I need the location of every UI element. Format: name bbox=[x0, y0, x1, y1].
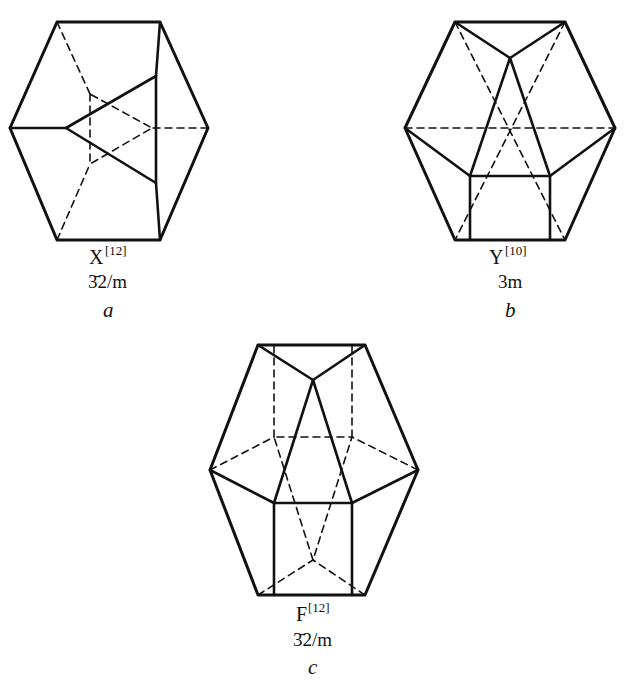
figure-letter: a bbox=[103, 300, 114, 321]
point-group: 3m bbox=[498, 272, 522, 291]
coordination-number: [10] bbox=[505, 244, 527, 257]
polyhedron-a bbox=[10, 22, 208, 240]
figure-letter: b bbox=[505, 300, 516, 321]
figure-letter: c bbox=[308, 657, 317, 678]
crystal-site: F bbox=[296, 604, 307, 624]
coordination-number: [12] bbox=[105, 244, 127, 257]
point-group: 3̄2/m bbox=[293, 630, 332, 649]
crystal-site: X bbox=[89, 247, 103, 267]
point-group: 3̄2/m bbox=[88, 272, 127, 291]
polyhedron-c bbox=[210, 345, 418, 595]
crystal-site: Y bbox=[489, 247, 503, 267]
coordination-number: [12] bbox=[308, 601, 330, 614]
polyhedron-b bbox=[405, 22, 615, 240]
